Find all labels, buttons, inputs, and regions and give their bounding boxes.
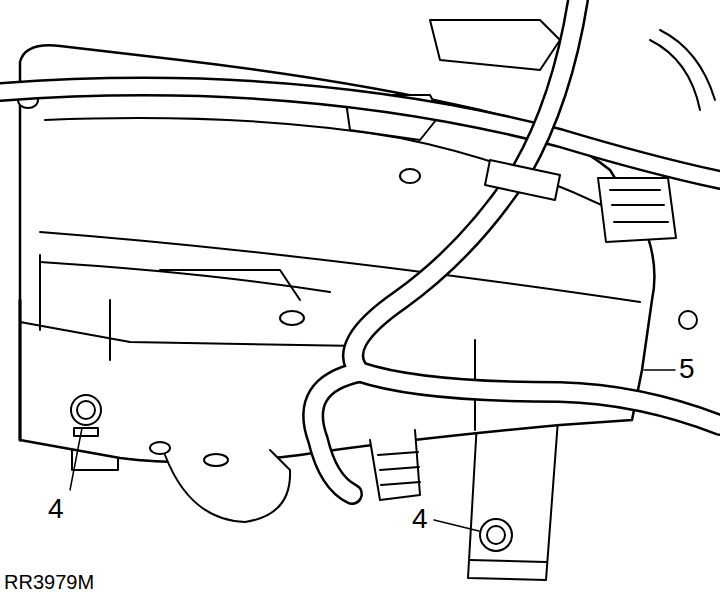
callout-number: 4 [412, 505, 428, 533]
callout-number: 4 [48, 495, 64, 523]
figure-reference: RR3979M [4, 572, 94, 592]
callout-number: 5 [679, 355, 695, 383]
